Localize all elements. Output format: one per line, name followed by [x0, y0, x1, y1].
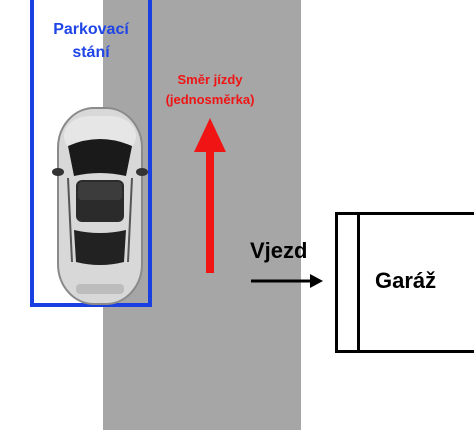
direction-label: Směr jízdy (jednosměrka)	[140, 70, 280, 110]
parking-label-line2: stání	[72, 44, 110, 61]
car-icon	[52, 107, 148, 305]
direction-arrow	[194, 118, 226, 273]
parking-label: Parkovací stání	[36, 18, 146, 64]
entrance-label: Vjezd	[250, 238, 308, 263]
garage-door-line	[357, 212, 360, 353]
entrance-arrow	[251, 274, 323, 288]
parking-label-line1: Parkovací	[53, 21, 129, 38]
parking-space	[30, 0, 152, 307]
garage-label: Garáž	[375, 268, 437, 293]
direction-label-line1: Směr jízdy	[177, 72, 243, 87]
direction-label-line2: (jednosměrka)	[165, 92, 255, 107]
